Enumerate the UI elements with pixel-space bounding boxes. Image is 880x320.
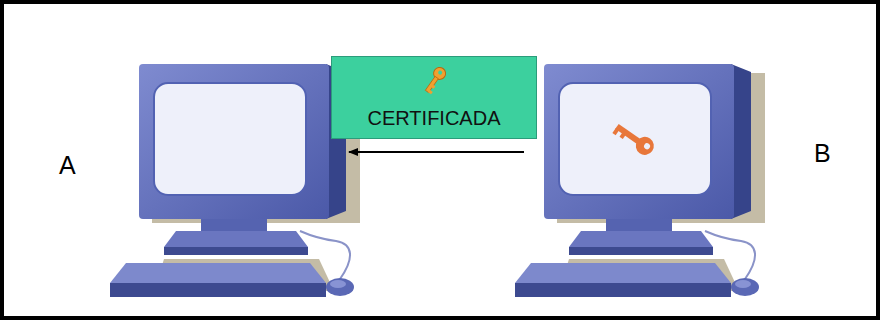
arrow-connector — [349, 151, 524, 153]
certificate-box: CERTIFICADA — [331, 56, 537, 139]
computer-illustration — [509, 59, 779, 309]
key-icon — [420, 63, 450, 97]
computer-label: B — [814, 139, 831, 168]
computer-label: A — [59, 151, 76, 180]
certificate-label: CERTIFICADA — [332, 107, 536, 130]
computer-node: B — [524, 59, 769, 304]
computer-node: A — [104, 59, 349, 304]
